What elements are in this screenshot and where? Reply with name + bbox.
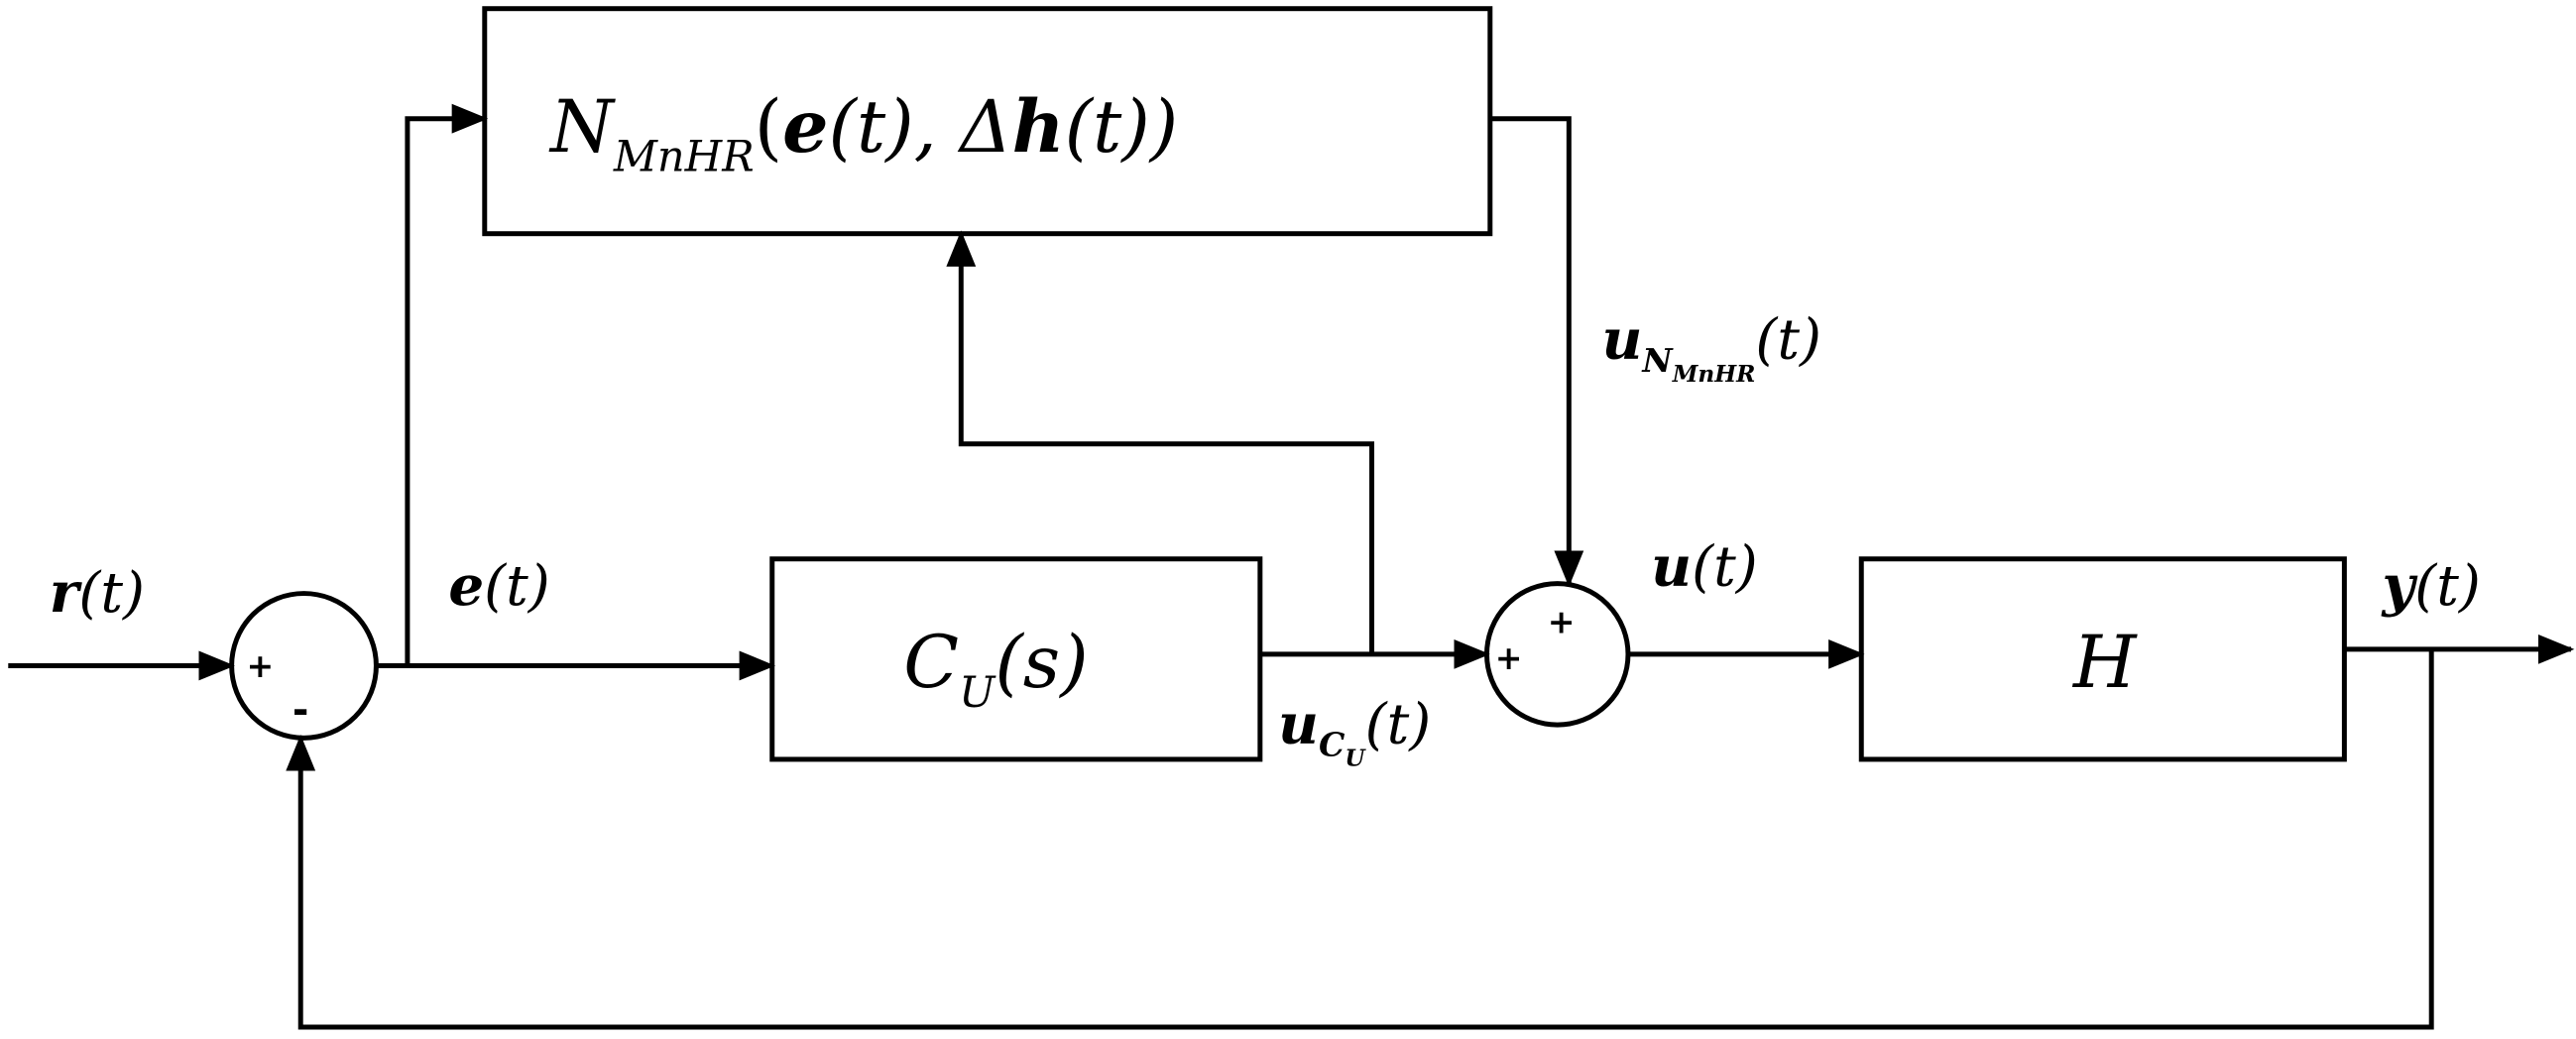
u-cu-label: uCU(t) <box>1278 691 1431 771</box>
plant-block-label: H <box>2071 621 2138 705</box>
u-cu-feedback-arrow <box>946 230 1374 654</box>
error-label: e(t) <box>448 553 549 619</box>
plus-sign: + <box>1495 638 1523 677</box>
u-n-arrow <box>1489 116 1584 587</box>
reference-label: r(t) <box>50 560 145 626</box>
minus-sign: - <box>293 687 309 733</box>
output-label: y(t) <box>2380 553 2480 619</box>
control-label: u(t) <box>1651 533 1758 599</box>
output-feedback-arrow <box>286 648 2434 1030</box>
plus-sign: + <box>247 646 275 685</box>
nonlinear-block-label: NMnHR(e(t), Δh(t)) <box>548 85 1178 182</box>
error-branch-arrow <box>405 103 489 666</box>
plus-sign: + <box>1548 602 1576 640</box>
u-n-label: uNMnHR(t) <box>1601 307 1821 388</box>
controller-block-label: CU(s) <box>903 621 1088 718</box>
